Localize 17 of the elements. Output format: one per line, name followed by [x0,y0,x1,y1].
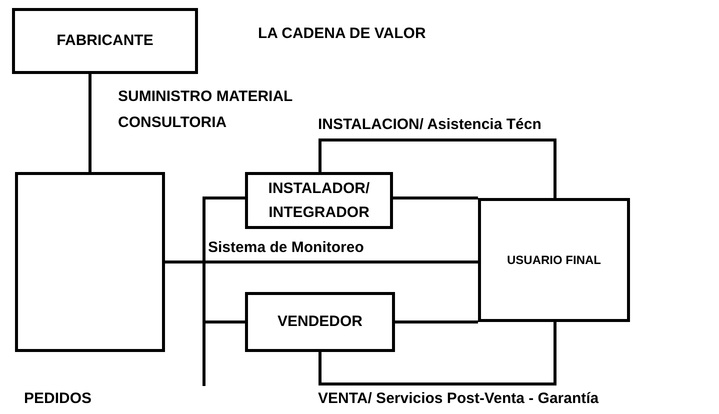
note-label: PEDIDOS [24,389,92,409]
connector-line [318,138,556,198]
connector-line [395,320,478,324]
node-label: FABRICANTE [56,31,154,52]
process-box [245,172,393,229]
node-label: VENDEDOR [277,312,362,332]
connector-line [318,322,556,386]
empty-box [15,172,165,352]
process-box [478,198,630,322]
diagram-title: LA CADENA DE VALOR [258,24,426,44]
connector-line [165,260,478,264]
connector-line [393,196,478,200]
connector-line [88,74,92,172]
node-label: INSTALADOR/ INTEGRADOR [267,179,371,222]
process-box [245,292,395,352]
process-box [12,8,198,74]
node-label: USUARIO FINAL [507,252,601,269]
